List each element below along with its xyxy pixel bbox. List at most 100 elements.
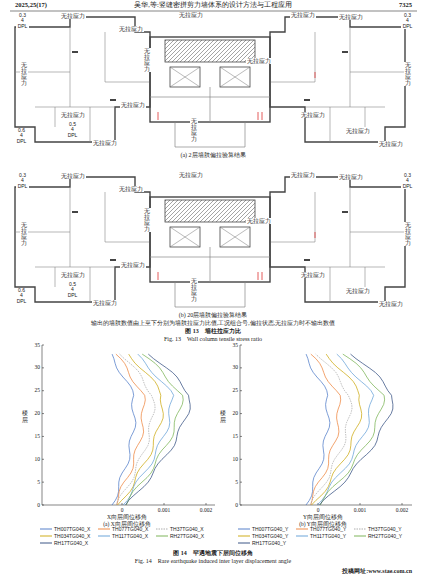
- line-sample: [238, 534, 250, 538]
- line-sample: [40, 527, 52, 531]
- legend-text: TH034TG040_X: [54, 533, 90, 539]
- label-text: 0: [121, 507, 124, 513]
- axis-line: [164, 503, 165, 505]
- label-text: 无拉应力: [178, 172, 204, 178]
- label-text: 0.002: [200, 507, 212, 513]
- drift-curve: [116, 354, 145, 505]
- legend-item: RH27TG040_X: [156, 533, 204, 539]
- label-text: Y向层间位移角: [303, 514, 343, 520]
- legend-item: TH077TG040_X: [98, 526, 148, 532]
- line-sample: [296, 527, 308, 531]
- legend-item: RH17TG040_X: [40, 540, 88, 546]
- legend-text: TH117TG040_Y: [310, 533, 346, 539]
- stress-value: 0.3 4 DPL: [401, 173, 414, 189]
- label-text: 无拉应力: [300, 112, 326, 118]
- legend-item: RH27TG040_Y: [354, 533, 402, 539]
- label-text: 25: [233, 387, 239, 393]
- label-text: 0.001: [354, 507, 366, 513]
- axis-line: [240, 345, 241, 505]
- line-sample: [238, 541, 250, 545]
- axis-line: [354, 536, 366, 537]
- label-text: (b) 20层墙肢偏拉验算结果: [179, 312, 248, 319]
- label-text: X向层间位移角: [107, 514, 147, 520]
- legend-text: RH27TG040_X: [170, 533, 204, 539]
- axis-line: [240, 413, 242, 414]
- legend-text: TH37TG040_Y: [368, 526, 402, 532]
- axis-line: [40, 529, 52, 530]
- axis-line: [42, 390, 44, 391]
- label-text: 7325: [399, 1, 412, 8]
- stress-value: 0.5 4 DPL: [66, 122, 79, 138]
- axis-line: [206, 503, 207, 505]
- label-text: 无拉应力: [92, 300, 118, 306]
- legend-text: TH007TG040_Y: [252, 526, 288, 532]
- axis-line: [40, 543, 52, 544]
- drift-curve: [126, 354, 191, 505]
- label-text: 无拉应力: [290, 172, 316, 178]
- drift-curve: [118, 354, 164, 505]
- line-sample: [156, 534, 168, 538]
- line-sample: [238, 527, 250, 531]
- axis-line: [42, 482, 44, 483]
- label-text: Fig. 13 Wall column tensile stress ratio: [164, 336, 262, 343]
- label-text: 2025,25(17): [15, 1, 47, 8]
- axis-line: [354, 529, 366, 530]
- legend-item: TH37TG040_Y: [354, 526, 402, 532]
- label-text: 30: [233, 364, 239, 370]
- label-text: 0: [235, 502, 238, 508]
- line-sample: [98, 527, 110, 531]
- stress-value: 0.3 4 DPL: [16, 173, 29, 189]
- drift-curve: [311, 354, 341, 505]
- label-text: 无拉应力: [345, 128, 371, 134]
- axis-line: [40, 536, 52, 537]
- line-sample: [98, 534, 110, 538]
- label-text: 25: [35, 387, 41, 393]
- axis-line: [156, 529, 168, 530]
- label-text: 无拉应力: [338, 174, 364, 180]
- axis-line: [238, 529, 250, 530]
- label-text: 投稿网址:www.stae.com.cn: [342, 568, 412, 575]
- legend-text: TH077TG040_X: [112, 526, 148, 532]
- axis-line: [240, 505, 412, 506]
- label-text: 5: [37, 479, 40, 485]
- label-text: 无拉应力: [118, 186, 144, 192]
- label-text: 无拉应力: [20, 62, 28, 86]
- label-text: (a) 2层墙肢偏拉验算结果: [180, 152, 245, 159]
- drift-curve: [312, 354, 362, 505]
- label-text: 图 14 罕遇地震下层间位移角: [173, 550, 253, 557]
- legend-text: RH27TG040_Y: [368, 533, 402, 539]
- axis-line: [42, 367, 44, 368]
- label-text: 35: [233, 342, 239, 348]
- axis-line: [360, 503, 361, 505]
- drift-curve: [320, 354, 384, 505]
- label-text: 0: [37, 502, 40, 508]
- legend-item: TH034TG040_Y: [238, 533, 288, 539]
- label-text: 35: [35, 342, 41, 348]
- axis-line: [42, 505, 44, 506]
- label-text: 无拉应力: [120, 102, 146, 108]
- legend-text: RH17TG040_X: [54, 540, 88, 546]
- label-text: 无拉应力: [20, 222, 28, 246]
- legend-item: TH034TG040_X: [40, 533, 90, 539]
- label-text: 无拉应力: [190, 278, 198, 302]
- axis-line: [42, 413, 44, 414]
- label-text: 无拉应力: [143, 48, 151, 72]
- label-text: Fig. 14 Rare earthquake induced inter la…: [135, 558, 291, 565]
- axis-line: [42, 345, 44, 346]
- axis-line: [402, 503, 403, 505]
- legend-item: TH117TG040_Y: [296, 533, 346, 539]
- label-text: 无拉应力: [338, 14, 364, 20]
- label-text: 20: [35, 410, 41, 416]
- label-text: 无拉应力: [60, 173, 86, 179]
- label-text: 30: [35, 364, 41, 370]
- line-sample: [40, 534, 52, 538]
- label-text: 无拉应力: [118, 26, 144, 32]
- axis-line: [240, 482, 242, 483]
- label-text: 无拉应力: [190, 118, 198, 142]
- label-text: 无拉应力: [246, 58, 272, 64]
- label-text: 无拉应力: [60, 13, 86, 19]
- label-text: 15: [233, 433, 239, 439]
- legend-text: TH077TG040_Y: [310, 526, 346, 532]
- label-text: 0.002: [396, 507, 408, 513]
- drift-curve: [317, 354, 374, 505]
